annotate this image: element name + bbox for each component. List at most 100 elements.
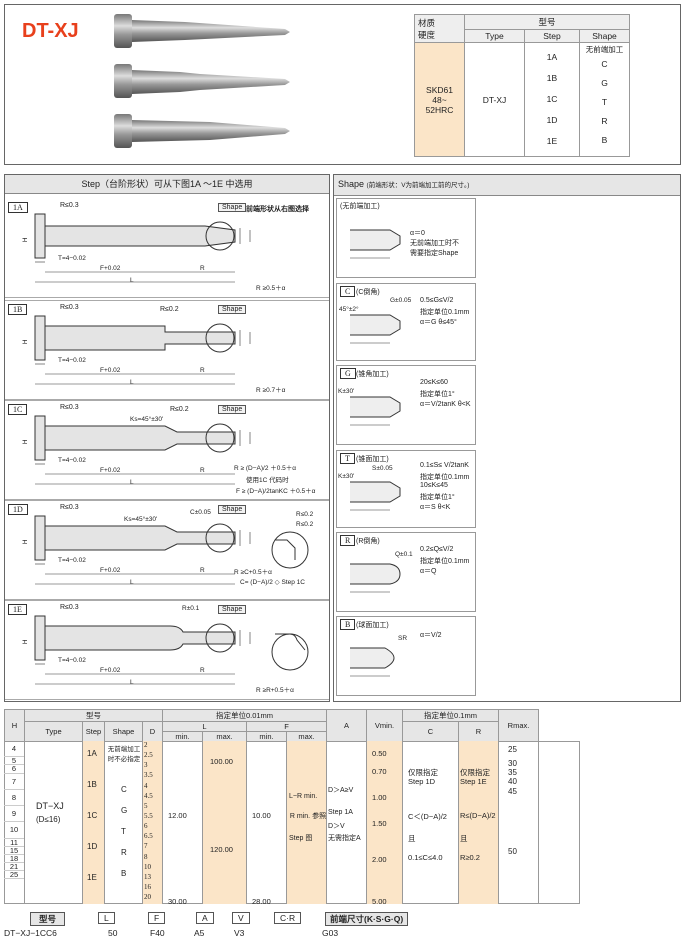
c-label: C±0.05 [190, 509, 211, 516]
rlabel: R [200, 367, 205, 374]
top-frame [4, 4, 681, 165]
model-header: 型号 [464, 14, 630, 30]
d-value: 6 [144, 822, 148, 831]
d-value: 5 [144, 801, 148, 810]
r2-label: R≤0.2 [160, 306, 179, 313]
shape-g: G [601, 78, 608, 88]
l-label: L [130, 579, 134, 586]
material: SKD61 [426, 84, 453, 95]
rmax-value: 50 [508, 847, 517, 856]
h-value: 25 [4, 871, 24, 880]
d-value: 2.5 [144, 751, 153, 760]
shape-panel-5 [336, 616, 476, 696]
step-panel-1c [5, 400, 329, 500]
f-max-text2: R min. 参照 [289, 813, 327, 820]
l-label: L [130, 379, 134, 386]
condition: R ≥0.7＋α [256, 387, 286, 394]
l-label: L [130, 679, 134, 686]
shape-value: R [121, 848, 127, 857]
order-item: L [98, 912, 115, 924]
order-example: F40 [150, 928, 165, 938]
shape-panel-4 [336, 532, 476, 612]
svg-text:H: H [23, 340, 29, 344]
order-label: 型号 [30, 912, 66, 926]
a-text: Step 1A [328, 809, 353, 816]
h-value: 6 [4, 765, 24, 774]
t-label: T=4−0.02 [58, 457, 86, 464]
v-value: 1.00 [372, 793, 387, 802]
order-item: F [148, 912, 166, 924]
step-drawing-1c: H [23, 415, 251, 485]
condition: R ≥C+0.5＋α [234, 569, 272, 576]
t-label: T=4−0.02 [58, 255, 86, 262]
shape-name: (锥角加工) [356, 371, 389, 378]
c-text: 仅限指定 [408, 768, 438, 777]
shape-panel-0 [336, 198, 476, 278]
condition: R ≥0.5＋α [256, 285, 286, 292]
shape-text-l2: 指定单位0.1mm [420, 558, 470, 565]
step-drawing-1b: H [23, 315, 251, 385]
c-header: C [402, 721, 459, 742]
step-tag: 1D [8, 504, 28, 515]
c-text: 0.1≤C≤4.0 [408, 853, 443, 862]
h-value: 10 [4, 822, 24, 839]
shape-value: G [121, 806, 128, 815]
shape-section-title: Shape (前端形状：V为前端加工前的尺寸。) [334, 175, 680, 196]
l-label: L [130, 277, 134, 284]
f-label: F+0.02 [100, 467, 121, 474]
order-example: 50 [108, 928, 118, 938]
d-value: 16 [144, 882, 151, 891]
d-value: 4.5 [144, 791, 153, 800]
shape-drawing-1 [350, 314, 401, 344]
condition: R ≥R+0.5＋α [256, 687, 294, 694]
l-header: L [162, 721, 247, 732]
shape-c: C [601, 59, 608, 69]
shape-drawing-2 [350, 396, 401, 426]
d-value: 6.5 [144, 832, 153, 841]
a-text: 无需指定A [328, 835, 361, 842]
r-text: Step 1E [460, 777, 487, 786]
shape-note: 前端形状从右图选择 [246, 206, 309, 213]
f-min: min. [246, 731, 287, 742]
step-value: 1A [87, 749, 97, 758]
shape-panel-3 [336, 450, 476, 528]
a-header: A [326, 709, 367, 742]
order-example: DT−XJ−1CC6 [4, 928, 57, 938]
step-panel-1e [5, 600, 329, 700]
col-type: Type [464, 29, 525, 43]
d-value: 5.5 [144, 811, 153, 820]
order-tail: 前端尺寸(K·S·G·Q) [325, 912, 409, 926]
shape-drawing-5 [350, 647, 395, 677]
shape-tag: (无前端加工) [340, 203, 380, 210]
c-text: 且 [408, 834, 416, 843]
h-value: 5 [4, 757, 24, 766]
l-label: L [130, 479, 134, 486]
c-text: C＜(D−A)/2 [408, 812, 447, 821]
f-max: max. [286, 731, 327, 742]
rmax-value: 35 [508, 768, 517, 777]
rb-label: R≤0.2 [296, 521, 314, 528]
shape-text-l2: 指定单位0.1mm [420, 474, 470, 481]
svg-text:H: H [23, 640, 29, 644]
shape-value: T [121, 827, 126, 836]
ra-label: R≤0.2 [296, 511, 314, 518]
l-max-value1: 100.00 [210, 757, 233, 766]
h-value: 21 [4, 862, 24, 872]
r-label: R≤0.3 [60, 404, 79, 411]
shape-text-l2: 指定单位1° [420, 391, 455, 398]
unit1: 指定单位0.01mm [162, 709, 327, 722]
model-header-b: 型号 [24, 709, 163, 722]
r-text: 仅限指定 [460, 768, 490, 777]
rmax-value: 40 [508, 777, 517, 786]
h-value: 7 [4, 774, 24, 790]
v-value: 0.70 [372, 767, 387, 776]
shape-label: Shape [218, 305, 247, 314]
f-label: F+0.02 [100, 567, 121, 574]
v-value: 5.00 [372, 897, 387, 906]
shape-label: Shape [218, 203, 247, 212]
dimension-table: H 型号 指定单位0.01mm A Vmin. 指定单位0.1mm Rmax. … [4, 709, 539, 742]
r-label: R≤0.3 [60, 202, 79, 209]
t-label: T=4−0.02 [58, 357, 86, 364]
shape-section [333, 174, 681, 702]
v-value: 1.50 [372, 819, 387, 828]
